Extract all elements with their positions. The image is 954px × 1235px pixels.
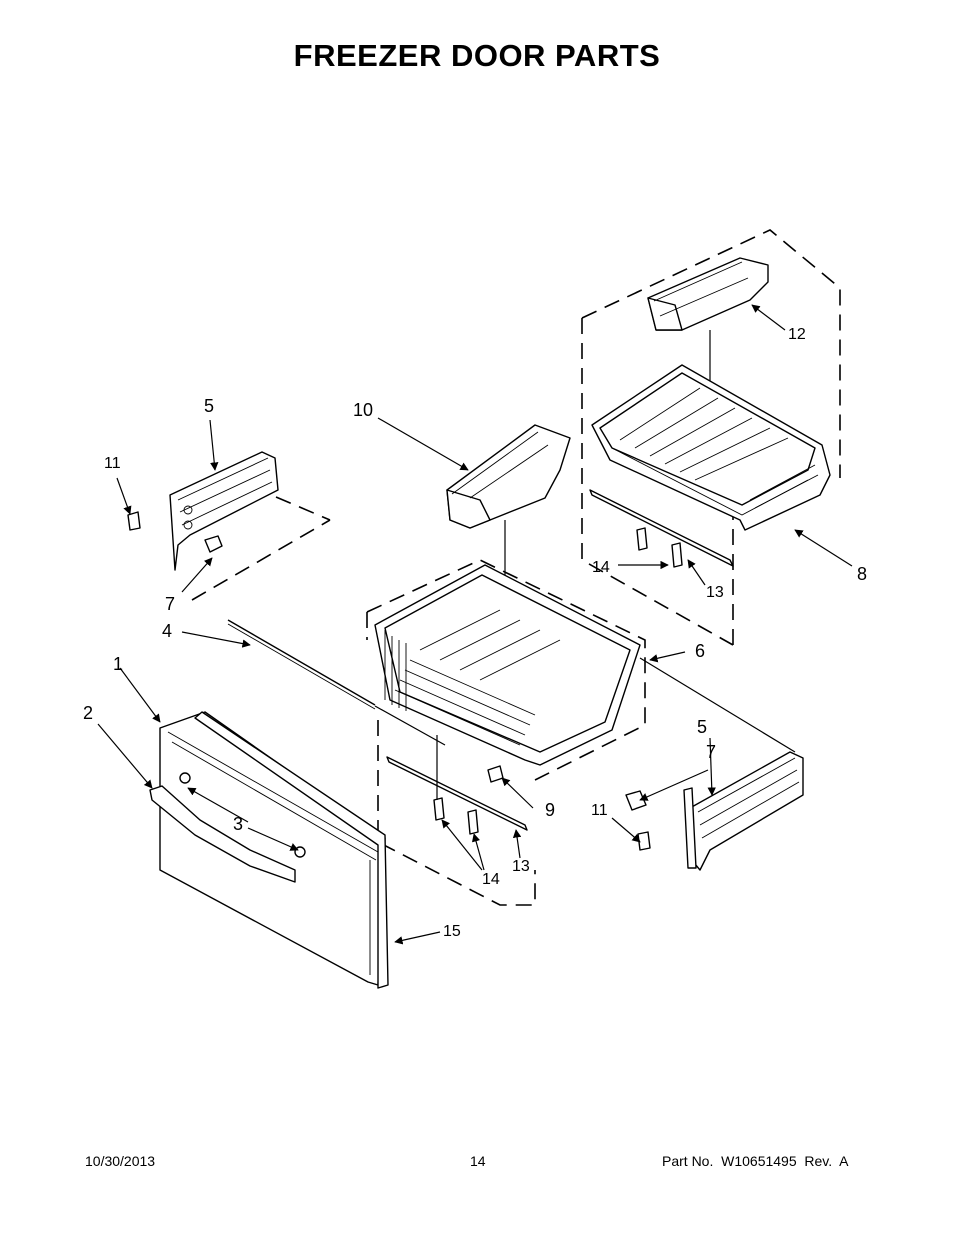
callout-6: 6 [695, 641, 705, 661]
left-slide-rail [169, 451, 279, 571]
page-title: FREEZER DOOR PARTS [293, 38, 661, 73]
footer-page-number: 14 [470, 1153, 486, 1169]
callout-3: 3 [233, 814, 243, 834]
callout-12: 12 [788, 326, 806, 343]
callout-7-left: 7 [165, 594, 175, 614]
right-screw [625, 790, 647, 811]
lower-hardware [433, 735, 504, 835]
callout-13-lower: 13 [512, 858, 530, 875]
door-handle [149, 772, 306, 883]
callout-7-right: 7 [706, 742, 716, 762]
callout-4: 4 [162, 621, 172, 641]
callout-10: 10 [353, 400, 373, 420]
tie-rod [227, 619, 796, 753]
callout-14-upper: 14 [592, 559, 610, 576]
callout-9: 9 [545, 800, 555, 820]
footer-date: 10/30/2013 [85, 1153, 156, 1169]
upper-basket [589, 364, 831, 567]
footer-part-number: Part No. W10651495 Rev. A [662, 1153, 849, 1169]
lower-basket-assembly-boundary [366, 559, 646, 906]
left-screw [204, 535, 223, 553]
left-clip [127, 511, 141, 531]
callout-5-left: 5 [204, 396, 214, 416]
callout-14-lower: 14 [482, 871, 500, 888]
upper-small-bin [647, 257, 769, 455]
callout-11-right: 11 [591, 802, 608, 819]
callout-leaders [97, 304, 853, 945]
upper-basket-assembly-boundary [581, 229, 841, 646]
callout-13-upper: 13 [706, 584, 724, 601]
left-rail-boundary [191, 496, 331, 601]
callout-11-left: 11 [104, 455, 121, 472]
right-clip [637, 831, 651, 851]
callout-5-right: 5 [697, 717, 707, 737]
upper-hardware [636, 527, 683, 568]
right-slide-rail [683, 751, 804, 871]
lower-basket [374, 564, 641, 831]
callout-1: 1 [113, 654, 123, 674]
callout-2: 2 [83, 703, 93, 723]
callout-labels: 1 2 3 4 5 5 6 7 7 8 9 10 11 11 12 13 13 … [83, 326, 867, 940]
callout-15: 15 [443, 923, 461, 940]
callout-8: 8 [857, 564, 867, 584]
freezer-door [159, 711, 389, 989]
